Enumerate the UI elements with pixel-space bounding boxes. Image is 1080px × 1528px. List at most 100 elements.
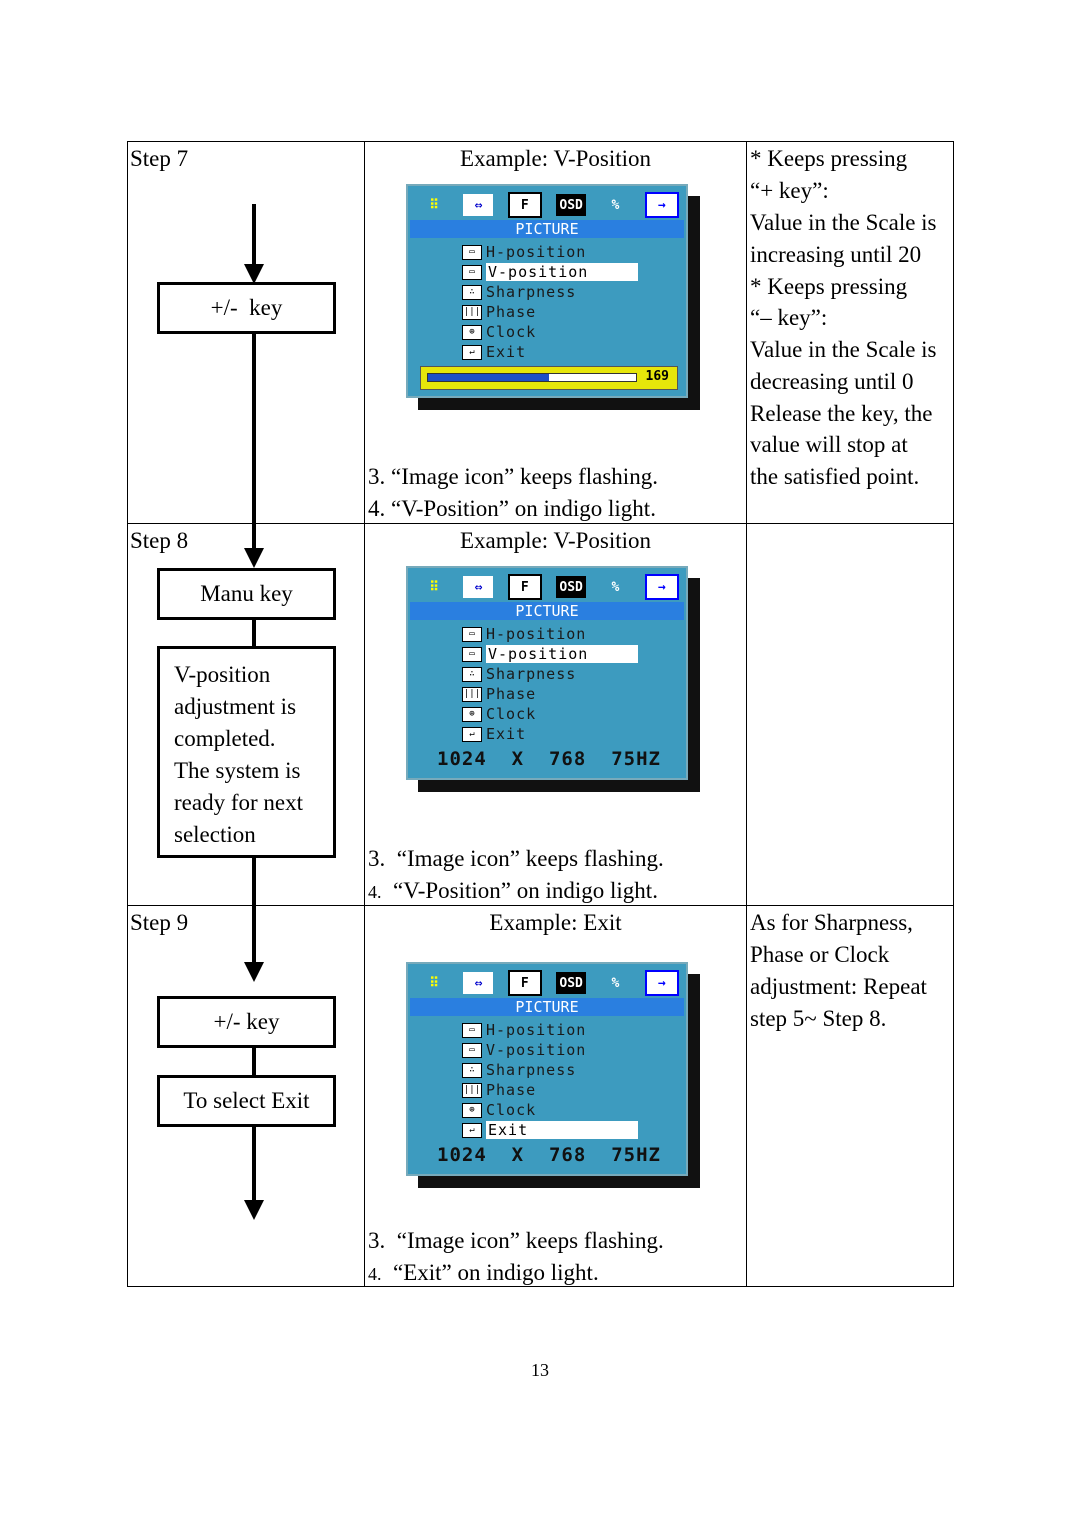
monitor-icon: ▭ (462, 626, 482, 642)
flow-line (252, 618, 256, 648)
flow-box-completed: V-position adjustment is completed. The … (157, 646, 336, 858)
osd-icon-bar: ⠿ ⇔ F OSD % → (412, 190, 686, 220)
position-icon: ⇔ (463, 576, 494, 598)
function-icon: F (507, 574, 542, 600)
osd-item-sharpness: ∴Sharpness (462, 664, 642, 684)
flow-arrowhead (244, 548, 264, 568)
table-top-border (127, 141, 954, 142)
exit-arrow-icon: → (644, 970, 679, 996)
note-line: 4. “Exit” on indigo light. (368, 1260, 599, 1285)
osd-title: PICTURE (410, 602, 684, 620)
osd-scale-fill (428, 374, 549, 381)
function-icon: F (507, 970, 542, 996)
step-label: Step 8 (130, 528, 189, 553)
column-divider-2 (746, 141, 747, 1287)
sharpness-icon: ∴ (462, 666, 482, 682)
monitor-icon: ▭ (462, 244, 482, 260)
table-left-border (127, 141, 128, 1287)
osd-item-v-position: ▭V-position (462, 262, 642, 282)
row-divider-1 (127, 523, 954, 524)
note-line: 3. “Image icon” keeps flashing. (368, 1228, 664, 1253)
osd-item-h-position: ▭H-position (462, 242, 642, 262)
step-label: Step 9 (130, 910, 189, 935)
flow-box-key: +/- key (157, 282, 336, 334)
clock-icon: ⊕ (462, 1102, 482, 1118)
language-icon: % (611, 975, 620, 991)
osd-screenshot: ⠿ ⇔ F OSD % → PICTURE ▭H-position ▭V-pos… (406, 962, 712, 1210)
table-bottom-border (127, 1286, 954, 1287)
osd-item-clock: ⊕Clock (462, 322, 642, 342)
osd-item-sharpness: ∴Sharpness (462, 1060, 642, 1080)
flow-box-menu-key: Manu key (157, 568, 336, 620)
note-line: 4. “V-Position” on indigo light. (368, 496, 656, 521)
language-icon: % (611, 197, 620, 213)
color-icon: ⠿ (429, 975, 439, 991)
phase-icon: ||| (462, 686, 482, 702)
osd-screenshot: ⠿ ⇔ F OSD % → PICTURE ▭H-position ▭V-pos… (406, 566, 712, 814)
osd-icon: OSD (556, 194, 587, 216)
sharpness-icon: ∴ (462, 284, 482, 300)
example-title: Example: Exit (489, 910, 622, 935)
flow-arrowhead (244, 962, 264, 982)
osd-item-phase: |||Phase (462, 1081, 537, 1099)
osd-item-v-position: ▭V-position (462, 644, 642, 664)
clock-icon: ⊕ (462, 706, 482, 722)
return-icon: ↵ (462, 1122, 482, 1138)
note-line: 3. “Image icon” keeps flashing. (368, 846, 664, 871)
flow-line (252, 204, 256, 268)
note-line: 3. “Image icon” keeps flashing. (368, 464, 658, 489)
language-icon: % (611, 579, 620, 595)
return-icon: ↵ (462, 726, 482, 742)
column-divider-1 (364, 141, 365, 1287)
color-icon: ⠿ (429, 579, 439, 595)
osd-screenshot: ⠿ ⇔ F OSD % → PICTURE ▭H-position ▭V-pos… (406, 184, 712, 432)
osd-scale-value: 169 (645, 369, 669, 384)
function-icon: F (507, 192, 542, 218)
flow-arrowhead (244, 264, 264, 284)
osd-item-clock: ⊕Clock (462, 704, 642, 724)
osd-item-phase: |||Phase (462, 685, 537, 703)
osd-icon-bar: ⠿ ⇔ F OSD % → (412, 968, 686, 998)
flow-line (252, 856, 256, 964)
table-right-border (953, 141, 954, 1287)
osd-item-exit: ↵Exit (462, 1120, 642, 1140)
monitor-icon: ▭ (462, 264, 482, 280)
return-icon: ↵ (462, 344, 482, 360)
osd-item-h-position: ▭H-position (462, 1020, 642, 1040)
flow-line (252, 1124, 256, 1202)
page-number: 13 (531, 1360, 549, 1380)
monitor-icon: ▭ (462, 1022, 482, 1038)
flow-arrowhead (244, 1200, 264, 1220)
flow-box-select-exit: To select Exit (157, 1075, 336, 1127)
step-label: Step 7 (130, 146, 189, 171)
osd-item-phase: |||Phase (462, 303, 537, 321)
osd-scale-bar: 169 (420, 366, 678, 390)
sharpness-icon: ∴ (462, 1062, 482, 1078)
osd-item-sharpness: ∴Sharpness (462, 282, 642, 302)
note-line: 4. “V-Position” on indigo light. (368, 878, 658, 903)
osd-resolution: 1024 X 768 75HZ (437, 1144, 661, 1166)
osd-icon-bar: ⠿ ⇔ F OSD % → (412, 572, 686, 602)
clock-icon: ⊕ (462, 324, 482, 340)
monitor-icon: ▭ (462, 646, 482, 662)
phase-icon: ||| (462, 1082, 482, 1098)
flow-box-key: +/- key (157, 996, 336, 1048)
osd-icon: OSD (556, 972, 587, 994)
row-divider-2 (127, 905, 954, 906)
color-icon: ⠿ (429, 197, 439, 213)
osd-title: PICTURE (410, 220, 684, 238)
osd-resolution: 1024 X 768 75HZ (437, 748, 661, 770)
position-icon: ⇔ (463, 194, 494, 216)
example-title: Example: V-Position (459, 146, 652, 171)
osd-title: PICTURE (410, 998, 684, 1016)
flow-line (252, 1046, 256, 1076)
osd-item-clock: ⊕Clock (462, 1100, 642, 1120)
exit-arrow-icon: → (644, 192, 679, 218)
osd-item-h-position: ▭H-position (462, 624, 642, 644)
osd-item-exit: ↵Exit (462, 342, 642, 362)
osd-icon: OSD (556, 576, 587, 598)
position-icon: ⇔ (463, 972, 494, 994)
monitor-icon: ▭ (462, 1042, 482, 1058)
osd-item-v-position: ▭V-position (462, 1040, 642, 1060)
exit-arrow-icon: → (644, 574, 679, 600)
